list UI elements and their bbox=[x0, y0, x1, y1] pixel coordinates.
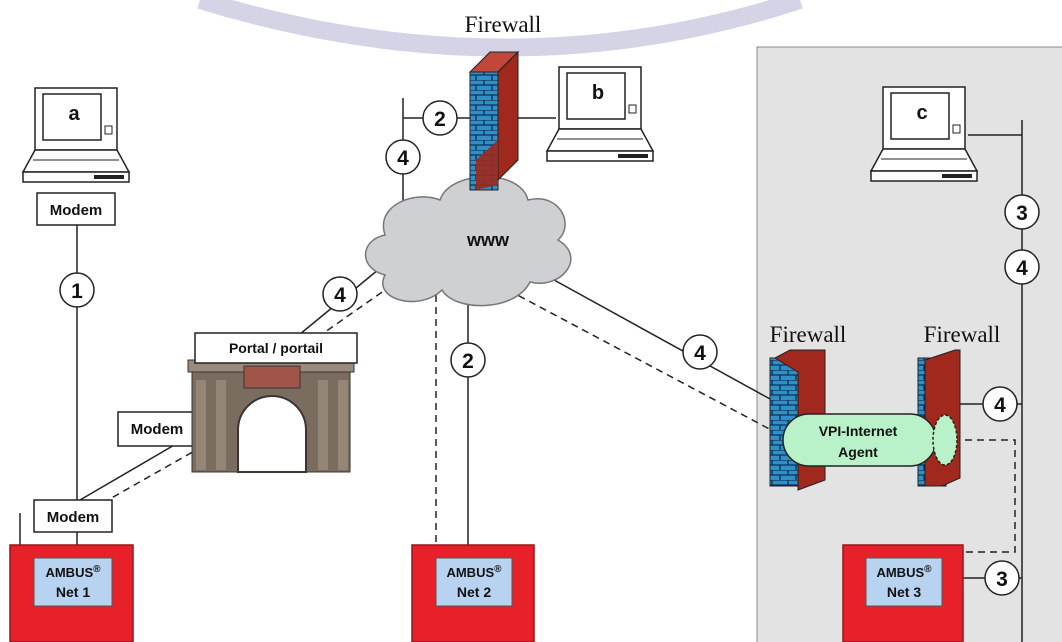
svg-text:4: 4 bbox=[994, 394, 1006, 417]
net2-box[interactable]: AMBUS® Net 2 bbox=[411, 544, 535, 642]
badge-2-net2-link: 2 bbox=[450, 342, 486, 378]
net3-name: Net 3 bbox=[887, 584, 921, 600]
tunnel-label-line1: VPI-Internet bbox=[819, 423, 898, 439]
firewall-top-label: Firewall bbox=[465, 12, 542, 37]
computer-a-label: a bbox=[68, 103, 80, 125]
svg-text:4: 4 bbox=[694, 342, 706, 365]
dashed-lines bbox=[91, 282, 1016, 553]
vpi-tunnel: VPI-Internet Agent bbox=[782, 413, 958, 467]
firewall-left-label: Firewall bbox=[770, 322, 847, 347]
svg-text:4: 4 bbox=[397, 147, 409, 170]
net1-name: Net 1 bbox=[56, 584, 90, 600]
computer-a[interactable]: a bbox=[22, 87, 130, 183]
connection-badges: 1 2 2 3 3 4 4 4 bbox=[59, 100, 1040, 596]
computer-b-label: b bbox=[592, 82, 604, 104]
internet-cloud: www bbox=[364, 176, 572, 307]
modem-net1: Modem bbox=[33, 499, 113, 533]
portal-label: Portal / portail bbox=[229, 340, 323, 356]
modem-portal: Modem bbox=[117, 411, 197, 447]
svg-text:4: 4 bbox=[334, 284, 346, 307]
net2-brand: AMBUS® bbox=[446, 564, 502, 580]
svg-text:2: 2 bbox=[462, 350, 474, 373]
badge-1-modem-link: 1 bbox=[59, 272, 95, 308]
badge-3-zone-top: 3 bbox=[1004, 194, 1040, 230]
badge-4-firewall-cloud: 4 bbox=[385, 139, 421, 175]
svg-text:2: 2 bbox=[434, 108, 446, 131]
modem-net1-label: Modem bbox=[47, 509, 100, 526]
computer-c[interactable]: c bbox=[870, 86, 978, 182]
portal-arch-icon bbox=[187, 359, 355, 473]
net3-brand: AMBUS® bbox=[876, 564, 932, 580]
watermark-arc bbox=[197, 0, 803, 57]
firewall-top bbox=[468, 50, 520, 191]
svg-text:3: 3 bbox=[996, 568, 1008, 591]
net1-brand: AMBUS® bbox=[45, 564, 101, 580]
net1-box[interactable]: AMBUS® Net 1 bbox=[9, 544, 134, 642]
modem-a-label: Modem bbox=[50, 202, 103, 219]
badge-4-zone-upper: 4 bbox=[1004, 249, 1040, 285]
tunnel-label-line2: Agent bbox=[838, 444, 878, 460]
svg-text:1: 1 bbox=[71, 280, 83, 303]
modem-portal-label: Modem bbox=[131, 421, 184, 438]
net3-box[interactable]: AMBUS® Net 3 bbox=[842, 544, 964, 642]
badge-3-net3-link: 3 bbox=[984, 560, 1020, 596]
computer-c-label: c bbox=[916, 102, 927, 124]
net2-name: Net 2 bbox=[457, 584, 491, 600]
firewall-right-label: Firewall bbox=[924, 322, 1001, 347]
badge-4-portal-cloud: 4 bbox=[322, 276, 358, 312]
svg-text:3: 3 bbox=[1016, 202, 1028, 225]
badge-4-cloud-vpi: 4 bbox=[682, 334, 718, 370]
computer-b[interactable]: b bbox=[546, 66, 654, 162]
modem-a: Modem bbox=[36, 192, 116, 226]
badge-2-firewall-link: 2 bbox=[422, 100, 458, 136]
badge-4-firewall-zone: 4 bbox=[982, 386, 1018, 422]
svg-text:4: 4 bbox=[1016, 257, 1028, 280]
cloud-label: www bbox=[466, 230, 510, 250]
portal-label-box: Portal / portail bbox=[194, 332, 358, 364]
